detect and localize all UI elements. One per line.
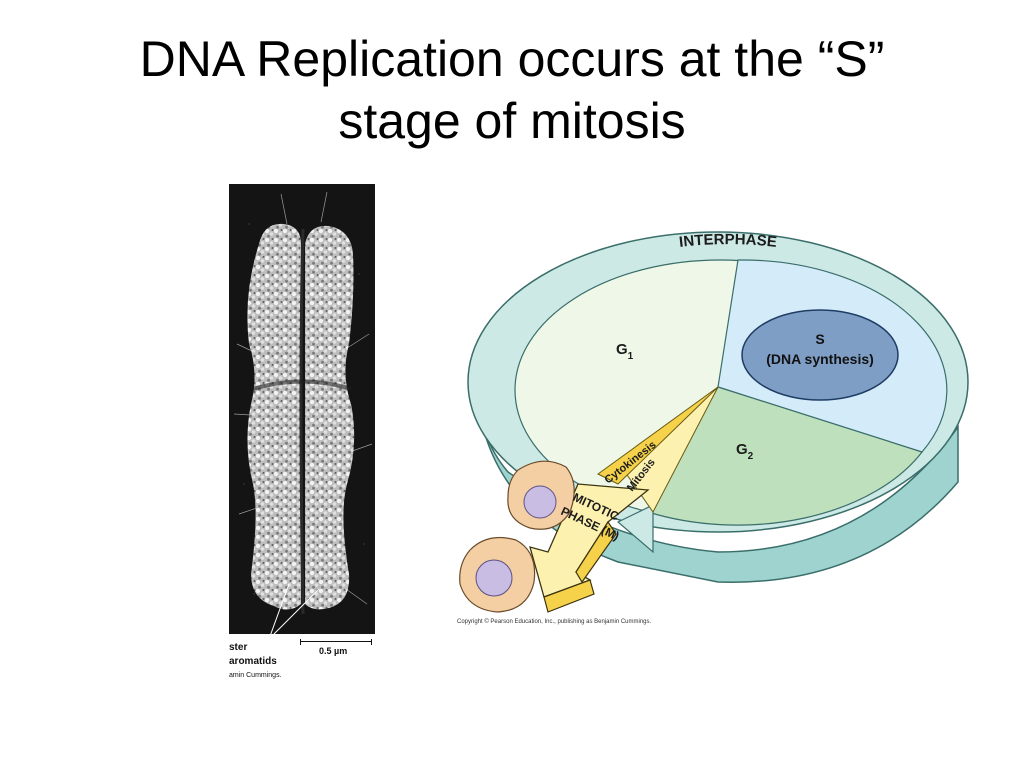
sister-chromatids-label: ster aromatids <box>229 641 277 669</box>
sister-chromatids-label-line-2: aromatids <box>229 656 277 667</box>
interphase-arrowhead <box>616 504 654 554</box>
micrograph-copyright: amin Cummings. <box>229 672 282 679</box>
diagram-copyright: Copyright © Pearson Education, Inc., pub… <box>457 619 652 625</box>
g2-label: G2 <box>736 441 754 462</box>
interphase-label: INTERPHASE <box>678 231 778 251</box>
s-label: S <box>815 331 824 347</box>
slide-title-line-1: DNA Replication occurs at the “S” <box>139 31 885 87</box>
s-phase-ellipse <box>741 309 899 401</box>
mitotic-arrow-side <box>543 579 595 613</box>
scale-label: 0.5 µm <box>319 646 348 656</box>
slide-title: DNA Replication occurs at the “S” stage … <box>0 28 1024 152</box>
cell-upper <box>507 460 575 530</box>
cell-cycle-diagram: INTERPHASE G1 S (DNA synthesis) G2 Cytok… <box>459 231 969 613</box>
chromosome-micrograph <box>229 184 375 634</box>
scale-bar <box>300 639 372 645</box>
cell-lower <box>459 537 536 613</box>
sister-chromatids-label-line-1: ster <box>229 642 248 653</box>
mitotic-arrow-side-2 <box>575 520 617 584</box>
s-description: (DNA synthesis) <box>766 351 874 367</box>
cytokinesis-band <box>597 386 719 485</box>
slide-title-line-2: stage of mitosis <box>338 93 686 149</box>
g1-label: G1 <box>616 341 634 362</box>
g2-sector <box>647 386 923 526</box>
